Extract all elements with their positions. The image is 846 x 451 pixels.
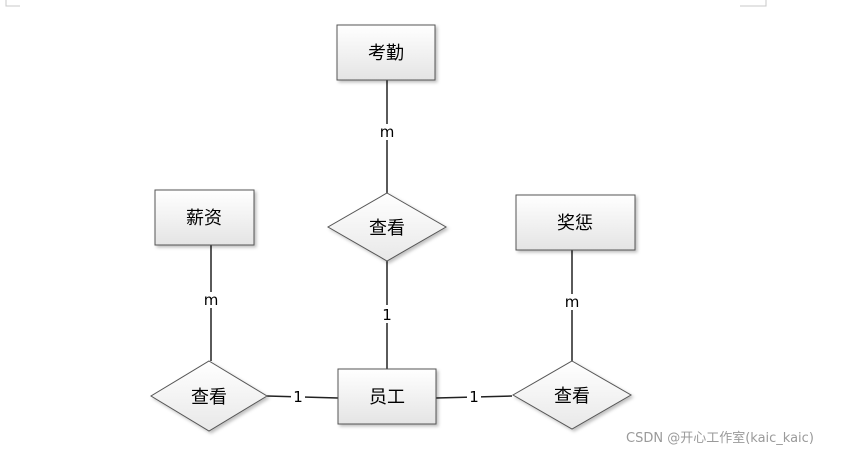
entity-attendance[interactable]: 考勤	[336, 24, 436, 81]
cardinality-attendance-1: 1	[382, 306, 392, 324]
relationship-view-attendance[interactable]: 查看	[326, 192, 448, 262]
relationship-view-attendance-label: 查看	[369, 218, 405, 239]
relationship-view-reward[interactable]: 查看	[511, 360, 633, 430]
cardinality-attendance-m: m	[380, 123, 395, 141]
entity-employee[interactable]: 员工	[337, 368, 437, 425]
entity-salary[interactable]: 薪资	[154, 189, 255, 246]
cardinality-reward-1: 1	[469, 388, 479, 406]
entity-reward[interactable]: 奖惩	[515, 194, 636, 251]
cardinality-reward-m: m	[565, 293, 580, 311]
entity-salary-label: 薪资	[186, 208, 222, 229]
entity-employee-label: 员工	[369, 387, 405, 408]
cardinality-salary-1: 1	[293, 388, 303, 406]
relationship-view-salary-label: 查看	[191, 387, 227, 408]
watermark: CSDN @开心工作室(kaic_kaic)	[626, 431, 814, 446]
relationship-view-reward-label: 查看	[554, 386, 590, 407]
page-corner-marks	[5, 0, 767, 7]
entity-reward-label: 奖惩	[557, 213, 593, 234]
cardinality-salary-m: m	[204, 291, 219, 309]
relationship-view-salary[interactable]: 查看	[150, 360, 268, 432]
entity-attendance-label: 考勤	[368, 43, 404, 64]
cardinality-labels: m 1 m 1 m 1	[204, 123, 580, 406]
